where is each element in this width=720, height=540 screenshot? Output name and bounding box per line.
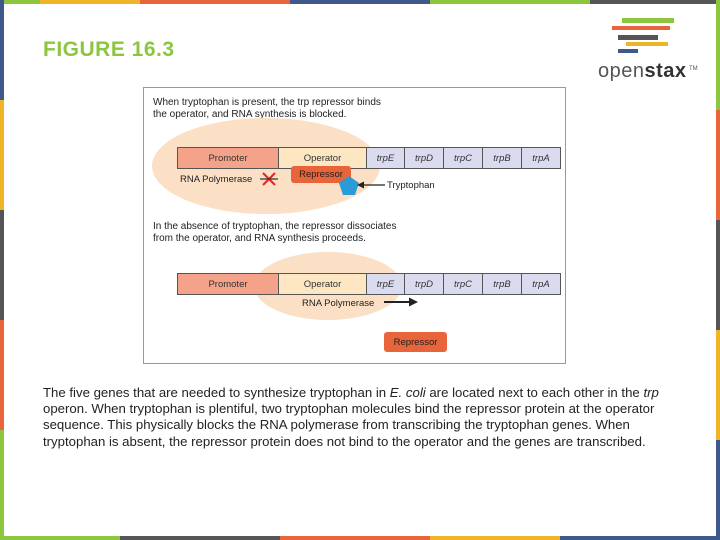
bottom-color-bar [0,536,720,540]
panel1-polymerase-label: RNA Polymerase [180,174,253,185]
operator-region: Operator [279,148,367,168]
promoter-region: Promoter [178,274,279,294]
transcription-arrow-icon [384,297,418,307]
panel2-gene-row: Promoter Operator trpE trpD trpC trpB tr… [177,273,561,295]
gene-trpD: trpD [405,274,444,294]
operator-region: Operator [279,274,367,294]
trp-operon-figure: When tryptophan is present, the trp repr… [143,87,566,364]
right-color-bar [716,0,720,540]
gene-trpA: trpA [522,148,560,168]
openstax-wordmark: openstax [598,60,687,82]
slide-title: FIGURE 16.3 [43,38,175,61]
gene-trpB: trpB [483,274,522,294]
tryptophan-label: Tryptophan [387,180,435,191]
promoter-region: Promoter [178,148,279,168]
gene-trpC: trpC [444,274,483,294]
panel2-caption: In the absence of tryptophan, the repres… [153,221,397,244]
openstax-logo-icon [612,18,674,53]
panel1-gene-row: Promoter Operator trpE trpD trpC trpB tr… [177,147,561,169]
panel1-caption: When tryptophan is present, the trp repr… [153,97,381,120]
gene-trpE: trpE [367,148,405,168]
tryptophan-arrow-icon [357,181,385,189]
blocked-x-icon [260,172,278,186]
top-color-bar [0,0,720,4]
gene-trpD: trpD [405,148,444,168]
panel2-polymerase-label: RNA Polymerase [302,298,375,309]
panel1-repressor: Repressor [291,166,351,183]
gene-trpB: trpB [483,148,522,168]
left-color-bar [0,0,4,540]
trademark-mark: TM [689,66,698,72]
figure-caption: The five genes that are needed to synthe… [43,385,659,449]
tryptophan-molecule-icon [339,176,359,195]
gene-trpA: trpA [522,274,560,294]
gene-trpC: trpC [444,148,483,168]
gene-trpE: trpE [367,274,405,294]
panel2-repressor: Repressor [384,332,447,352]
